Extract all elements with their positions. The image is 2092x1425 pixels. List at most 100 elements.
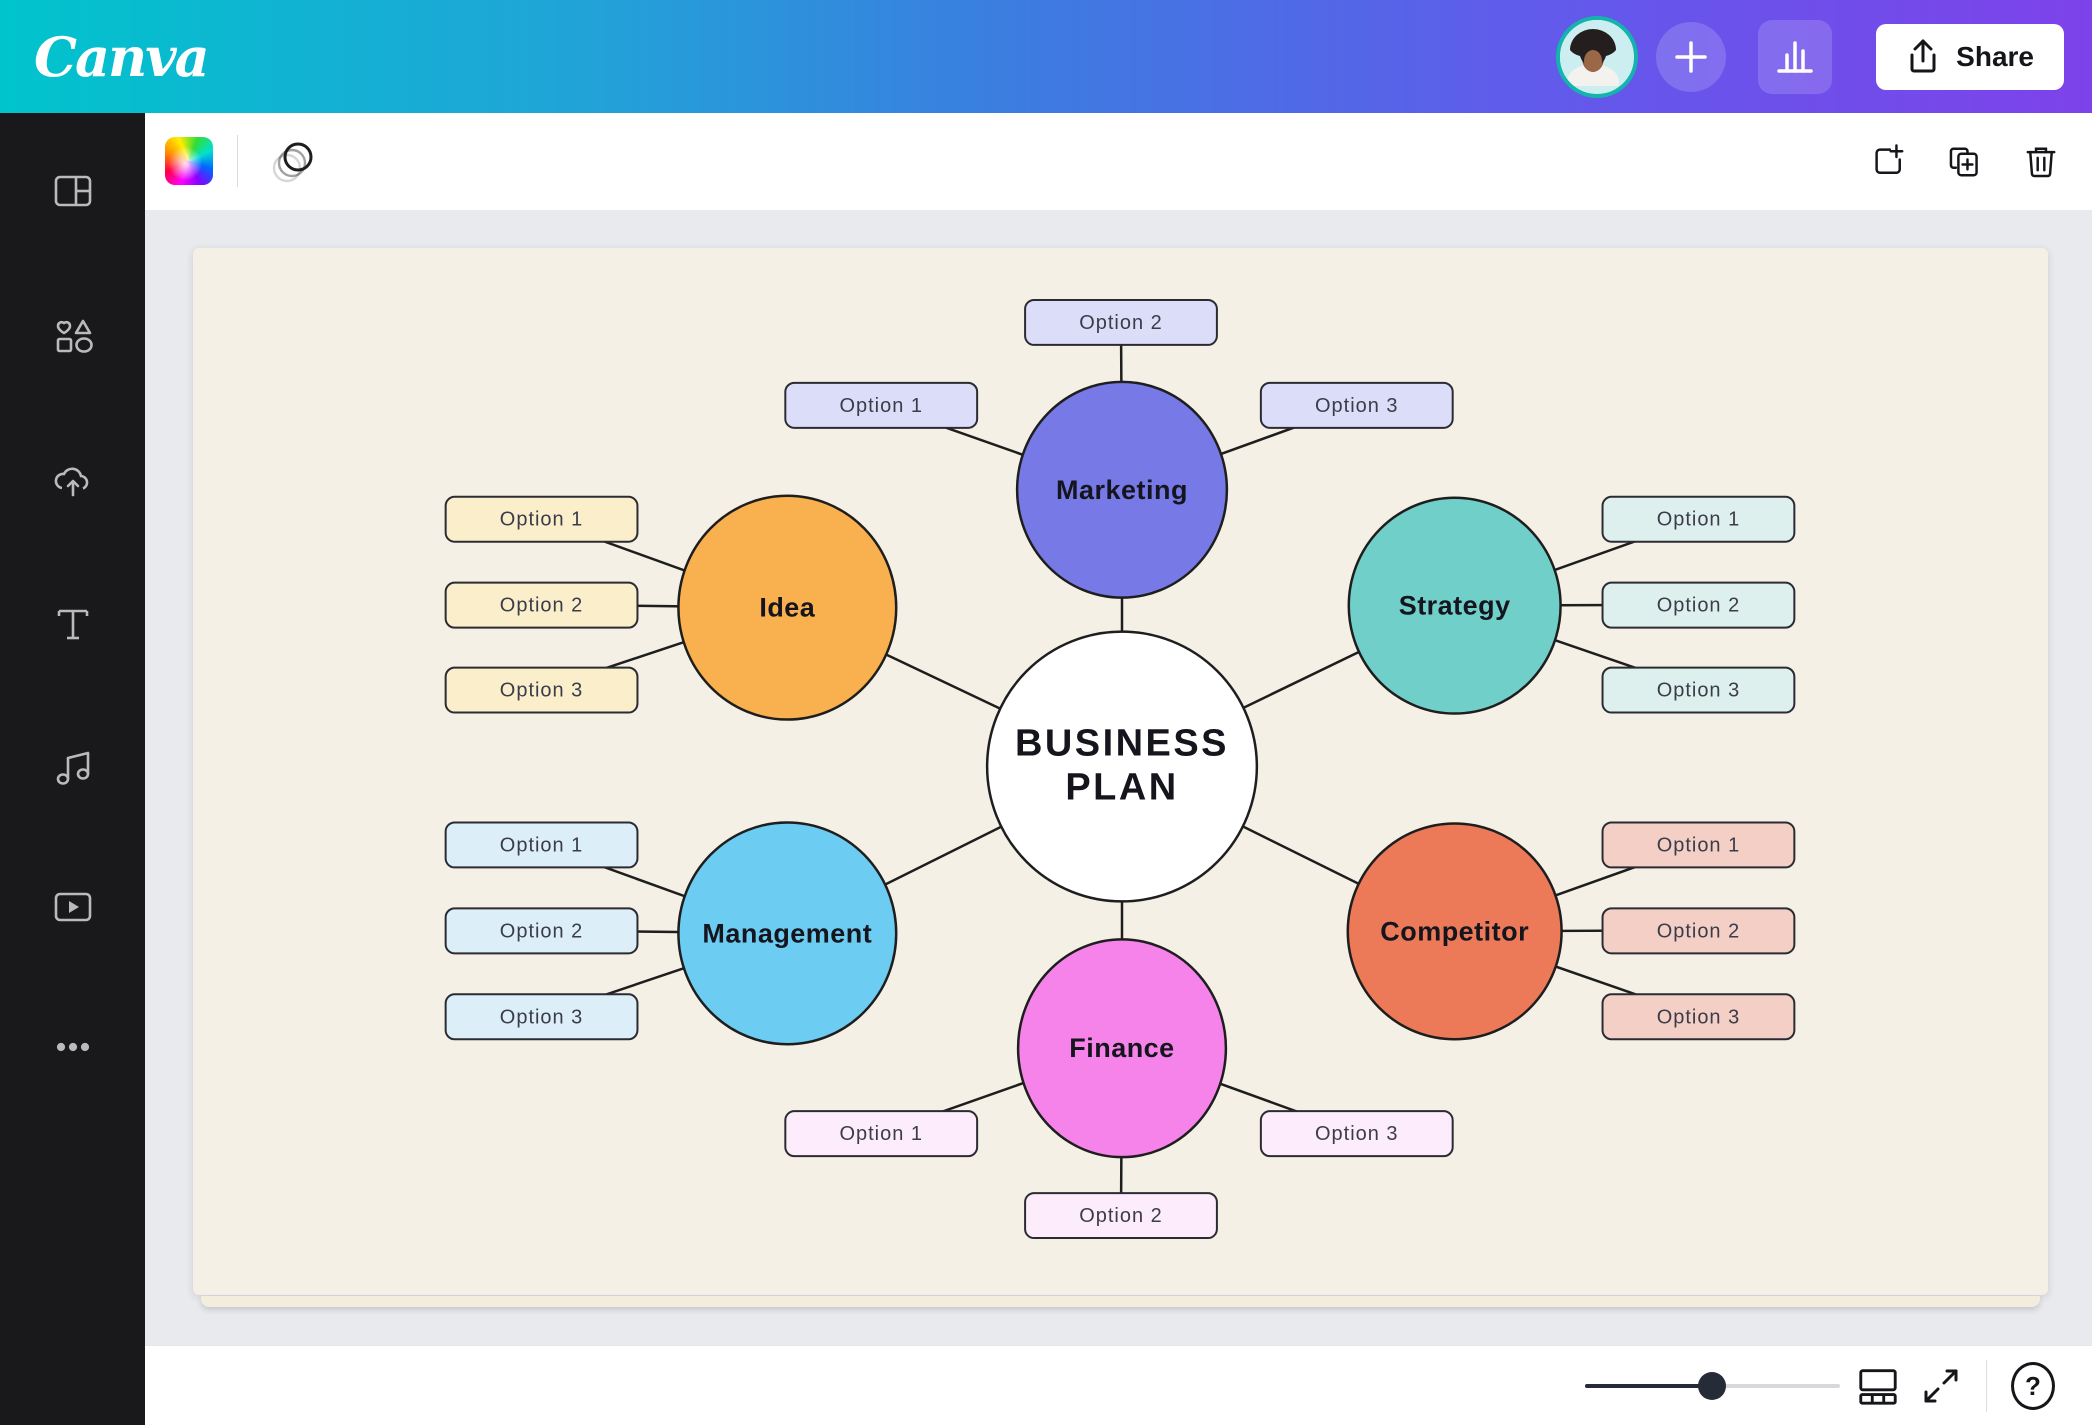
branch-circle-competitor[interactable]: [1346, 822, 1563, 1041]
uploads-icon: [54, 467, 88, 497]
grid-view-icon: [1859, 1369, 1897, 1405]
option-label: Option 1: [839, 1123, 922, 1145]
trash-icon: [2026, 147, 2056, 177]
insights-button[interactable]: [1758, 19, 1833, 94]
branch-circle-strategy[interactable]: [1347, 496, 1562, 715]
top-bar: Canva: [0, 0, 2092, 113]
option-box[interactable]: [1024, 298, 1218, 346]
sidebar-item-uploads[interactable]: [0, 441, 145, 521]
option-label: Option 2: [1079, 1205, 1162, 1227]
branch-circle-idea[interactable]: [677, 494, 898, 721]
branch-marketing: Option 1 Option 2 Option 3 Marketing: [784, 298, 1454, 599]
branch-finance: Option 1 Option 2 Option 3 Finance: [784, 938, 1454, 1240]
fullscreen-button[interactable]: [1913, 1358, 1969, 1414]
option-label: Option 2: [500, 595, 583, 617]
animate-button[interactable]: [257, 131, 317, 191]
avatar-photo: [1560, 19, 1627, 94]
option-box[interactable]: [1259, 1110, 1454, 1158]
topbar-actions: Share: [1556, 15, 2092, 98]
option-box[interactable]: [1601, 495, 1796, 543]
page-actions: [1864, 113, 2092, 210]
more-icon: [56, 1042, 89, 1052]
branch-label: Finance: [1069, 1033, 1174, 1063]
sidebar-item-more[interactable]: [0, 1007, 145, 1087]
option-label: Option 1: [500, 509, 583, 531]
templates-icon: [54, 175, 91, 207]
color-swatch-button[interactable]: [165, 137, 213, 185]
option-label: Option 3: [1315, 1123, 1398, 1145]
option-box[interactable]: [1024, 1192, 1218, 1240]
share-label: Share: [1956, 40, 2034, 72]
option-box[interactable]: [444, 821, 639, 869]
option-label: Option 1: [1657, 509, 1740, 531]
option-box[interactable]: [1601, 666, 1796, 714]
canva-logo[interactable]: Canva: [34, 24, 210, 89]
center-label-line1: BUSINESS: [1015, 723, 1229, 765]
help-button[interactable]: ?: [2005, 1358, 2061, 1414]
branch-management: Option 1 Option 2 Option 3 Management: [444, 821, 898, 1046]
branch-circle-marketing[interactable]: [1015, 380, 1229, 599]
branch-circle-management[interactable]: [677, 821, 898, 1046]
share-button[interactable]: Share: [1876, 23, 2064, 90]
branch-strategy: Option 1 Option 2 Option 3 Strategy: [1347, 495, 1796, 715]
bottombar-divider: [1986, 1360, 1987, 1412]
bottom-bar: ?: [145, 1345, 2092, 1425]
option-box[interactable]: [444, 993, 639, 1041]
option-label: Option 2: [1657, 920, 1740, 942]
sidebar-item-videos[interactable]: [0, 867, 145, 947]
option-box[interactable]: [784, 1110, 979, 1158]
center-label-line2: PLAN: [1065, 766, 1178, 808]
sidebar-item-text[interactable]: [0, 584, 145, 664]
option-label: Option 2: [500, 920, 583, 942]
option-label: Option 3: [500, 1006, 583, 1028]
option-box[interactable]: [444, 907, 639, 955]
option-label: Option 3: [1657, 1006, 1740, 1028]
grid-view-button[interactable]: [1850, 1358, 1906, 1414]
page-stack-edge: [201, 1296, 2040, 1307]
option-box[interactable]: [1259, 381, 1454, 429]
branch-idea: Option 1 Option 2 Option 3 Idea: [444, 494, 898, 721]
branch-label: Management: [702, 918, 872, 948]
option-label: Option 2: [1079, 312, 1162, 334]
branch-circle-finance[interactable]: [1016, 938, 1228, 1159]
mindmap: Option 1 Option 2 Option 3 Marketing Opt…: [444, 298, 1796, 1240]
option-box[interactable]: [1601, 821, 1796, 869]
option-box[interactable]: [444, 495, 639, 543]
design-page[interactable]: Option 1 Option 2 Option 3 Marketing Opt…: [193, 248, 2048, 1295]
sidebar-item-templates[interactable]: [0, 151, 145, 231]
create-design-button[interactable]: [1656, 21, 1727, 92]
option-label: Option 3: [1315, 395, 1398, 417]
text-icon: [57, 609, 88, 640]
sidebar-item-elements[interactable]: [0, 296, 145, 376]
zoom-thumb[interactable]: [1698, 1372, 1726, 1400]
center-circle[interactable]: [985, 630, 1259, 903]
option-label: Option 3: [500, 680, 583, 702]
branch-competitor: Option 1 Option 2 Option 3 Competitor: [1346, 821, 1796, 1041]
option-box[interactable]: [1601, 907, 1796, 955]
center-node: BUSINESS PLAN: [985, 630, 1259, 903]
videos-icon: [54, 892, 91, 922]
share-icon: [1910, 39, 1936, 72]
option-label: Option 1: [500, 834, 583, 856]
option-label: Option 3: [1657, 680, 1740, 702]
option-label: Option 1: [839, 395, 922, 417]
branch-label: Marketing: [1056, 475, 1188, 505]
sidebar-item-audio[interactable]: [0, 727, 145, 807]
plus-icon: [1675, 40, 1707, 73]
duplicate-page-button[interactable]: [1940, 137, 1990, 187]
option-box[interactable]: [784, 381, 979, 429]
option-box[interactable]: [444, 581, 639, 629]
zoom-slider[interactable]: [1585, 1370, 1840, 1402]
delete-page-button[interactable]: [2016, 137, 2066, 187]
toolbar-divider: [237, 135, 238, 187]
option-box[interactable]: [1601, 581, 1796, 629]
sidebar: [0, 113, 145, 1425]
avatar[interactable]: [1556, 15, 1639, 98]
option-box[interactable]: [1601, 993, 1796, 1041]
branch-label: Strategy: [1399, 591, 1511, 621]
add-page-button[interactable]: [1864, 137, 1914, 187]
option-box[interactable]: [444, 666, 639, 714]
add-page-icon: [1875, 143, 1904, 174]
chart-icon: [1777, 40, 1813, 73]
audio-icon: [56, 751, 89, 785]
